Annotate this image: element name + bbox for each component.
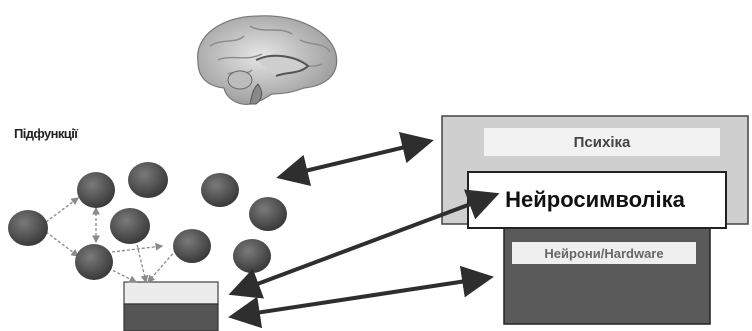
neurosymbolics-box xyxy=(467,171,727,229)
node-connectors xyxy=(45,197,177,284)
subfunction-nodes xyxy=(8,162,287,280)
arrow-nodes-psyche xyxy=(276,132,434,186)
brain-illustration xyxy=(197,15,338,105)
subfunction-dark-box xyxy=(123,303,219,331)
psyche-label: Психіка xyxy=(484,128,720,156)
node xyxy=(77,172,115,208)
node xyxy=(173,229,211,263)
subfunction-light-box xyxy=(123,281,219,305)
node xyxy=(8,210,48,246)
node xyxy=(128,162,168,198)
neurons-hardware-label: Нейрони/Hardware xyxy=(512,242,696,264)
node xyxy=(201,173,239,207)
node xyxy=(75,244,113,280)
node xyxy=(110,208,150,244)
node xyxy=(249,197,287,231)
arrow-box-hardware xyxy=(228,265,494,329)
node xyxy=(233,239,271,273)
neurosymbolics-label: Нейросимволіка xyxy=(505,187,685,212)
subfunctions-label: Підфункції xyxy=(14,126,78,141)
main-arrows xyxy=(228,132,500,329)
